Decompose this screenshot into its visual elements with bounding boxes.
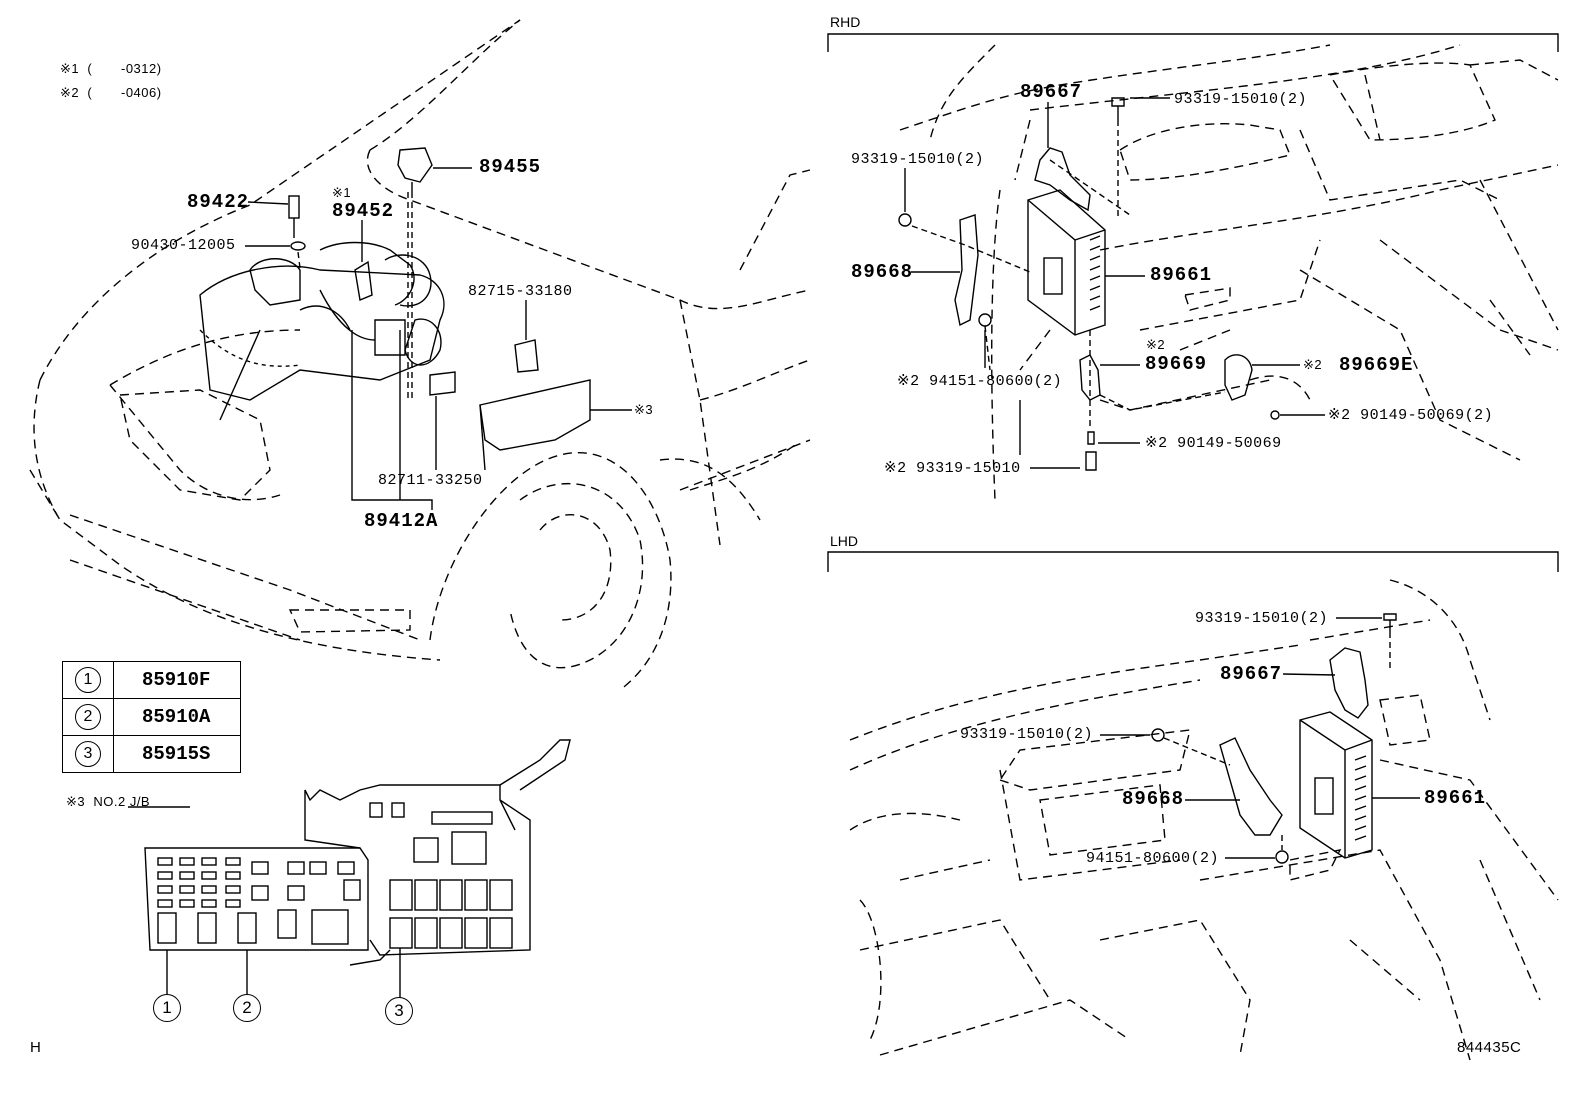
label-mark-3: ※3 <box>634 402 654 417</box>
legend-num: 2 <box>75 704 101 730</box>
label-89455: 89455 <box>479 156 542 178</box>
rhd-label-90149-a: ※2 90149-50069(2) <box>1328 407 1494 424</box>
note-2-range: -0406) <box>121 85 162 100</box>
footer-code-right: 844435C <box>1457 1039 1522 1056</box>
label-89452: 89452 <box>332 200 395 222</box>
rhd-frame <box>827 33 1559 52</box>
lhd-dashboard <box>849 579 1559 1061</box>
label-82715-33180: 82715-33180 <box>468 283 573 300</box>
lhd-label-89661: 89661 <box>1424 787 1487 809</box>
rhd-dashed-leaders <box>911 120 1226 430</box>
note-2-mark: ※2 <box>60 85 80 100</box>
rhd-dashboard <box>899 44 1559 501</box>
lhd-label-89668: 89668 <box>1122 788 1185 810</box>
rhd-title: RHD <box>830 14 861 30</box>
engine-sketch <box>119 241 445 501</box>
rhd-leaders <box>904 97 1325 469</box>
legend-part: 85910A <box>113 698 241 736</box>
note-1-open: ( <box>87 61 93 76</box>
rhd-label-89669E-mark: ※2 <box>1303 357 1323 372</box>
jb-callout-2: 2 <box>233 994 261 1022</box>
parts-legend-table: 1 85910F 2 85910A 3 85915S <box>62 661 241 773</box>
label-82711-33250: 82711-33250 <box>378 472 483 489</box>
rhd-label-89661: 89661 <box>1150 264 1213 286</box>
lhd-parts <box>1151 613 1397 864</box>
legend-row: 3 85915S <box>62 735 241 773</box>
legend-num: 1 <box>75 667 101 693</box>
legend-part: 85910F <box>113 661 241 699</box>
note-2-open: ( <box>87 85 93 100</box>
jb-title: ※3 NO.2 J/B <box>66 795 150 808</box>
legend-row: 1 85910F <box>62 661 241 699</box>
note-2: ※2 ( -0406) <box>60 86 162 99</box>
rhd-label-93319-bot: ※2 93319-15010 <box>884 460 1021 477</box>
lhd-label-89667: 89667 <box>1220 663 1283 685</box>
legend-part: 85915S <box>113 735 241 773</box>
label-90430-12005: 90430-12005 <box>131 237 236 254</box>
legend-num-cell: 3 <box>62 735 114 773</box>
rhd-label-90149-b: ※2 90149-50069 <box>1145 435 1282 452</box>
jb-name: NO.2 J/B <box>93 794 151 809</box>
jb-mark: ※3 <box>66 794 86 809</box>
note-1: ※1 ( -0312) <box>60 62 162 75</box>
rhd-label-93319-left: 93319-15010(2) <box>851 151 985 168</box>
label-89422: 89422 <box>187 191 250 213</box>
lhd-dashed-leaders <box>1163 632 1391 850</box>
label-89412A: 89412A <box>364 510 439 532</box>
fuse-slots <box>157 811 513 949</box>
junction-block-drawing <box>144 739 571 998</box>
legend-num: 3 <box>75 741 101 767</box>
lhd-label-93319-left: 93319-15010(2) <box>960 726 1094 743</box>
rhd-label-89667: 89667 <box>1020 81 1083 103</box>
rhd-label-mark2: ※2 <box>1146 337 1166 352</box>
rhd-label-89669E: 89669E <box>1339 354 1414 376</box>
note-1-mark: ※1 <box>60 61 80 76</box>
legend-num-cell: 2 <box>62 698 114 736</box>
engine-leaders <box>245 167 632 510</box>
rhd-parts <box>898 97 1280 471</box>
lhd-leaders <box>1100 617 1420 859</box>
jb-callout-3: 3 <box>385 997 413 1025</box>
jb-callout-1: 1 <box>153 994 181 1022</box>
rhd-label-93319-top: 93319-15010(2) <box>1174 91 1308 108</box>
car-body-outline <box>29 19 811 691</box>
legend-num-cell: 1 <box>62 661 114 699</box>
engine-parts <box>288 147 591 471</box>
engine-dashed-leaders <box>293 192 413 400</box>
label-89452-mark: ※1 <box>332 185 352 200</box>
rhd-label-94151: ※2 94151-80600(2) <box>897 373 1063 390</box>
legend-row: 2 85910A <box>62 698 241 736</box>
footer-code-left: H <box>30 1039 42 1056</box>
lhd-label-93319-top: 93319-15010(2) <box>1195 610 1329 627</box>
rhd-label-89668: 89668 <box>851 261 914 283</box>
lhd-label-94151: 94151-80600(2) <box>1086 850 1220 867</box>
lhd-title: LHD <box>830 533 859 549</box>
rhd-label-89669: 89669 <box>1145 353 1208 375</box>
note-1-range: -0312) <box>121 61 162 76</box>
lhd-frame <box>827 551 1559 572</box>
